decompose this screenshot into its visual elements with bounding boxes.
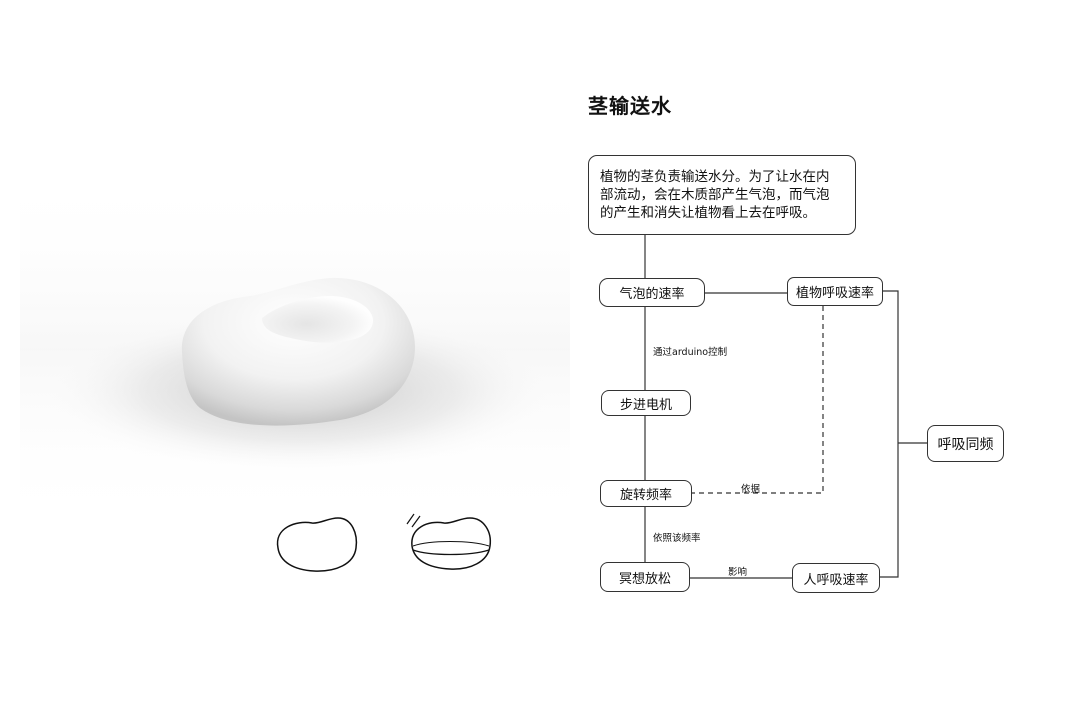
- edge-sync-bracket: [880, 290, 899, 578]
- sketch-breathing-band-top: [412, 541, 490, 547]
- sketch-breathing: [411, 517, 492, 570]
- description-line-1: 植物的茎负责输送水分。为了让水在内: [600, 169, 830, 185]
- node-human-breath-rate: 人呼吸速率: [792, 563, 880, 593]
- description-line-3: 的产生和消失让植物看上去在呼吸。: [600, 205, 816, 221]
- object-render: [20, 170, 570, 572]
- motion-mark-1: [406, 513, 415, 525]
- node-rotation-frequency: 旋转频率: [600, 480, 692, 507]
- motion-mark-2: [411, 515, 421, 528]
- node-plant-breath-rate: 植物呼吸速率: [787, 277, 883, 306]
- edge-label-by-frequency: 依照该频率: [653, 533, 701, 544]
- sketch-breathing-band: [412, 549, 490, 556]
- sketch-static: [276, 517, 358, 572]
- object-dent: [262, 296, 373, 343]
- edge-plant-to-rotation-dashed: [692, 306, 824, 494]
- description-line-2: 部流动，会在木质部产生气泡，而气泡: [600, 187, 830, 203]
- edge-label-influence: 影响: [728, 567, 748, 578]
- edge-label-basis: 依据: [741, 484, 761, 495]
- node-stepper-motor: 步进电机: [601, 390, 691, 416]
- page-title: 茎输送水: [588, 94, 672, 118]
- node-meditation: 冥想放松: [600, 562, 690, 592]
- node-breath-sync: 呼吸同频: [927, 425, 1004, 462]
- description-box: 植物的茎负责输送水分。为了让水在内 部流动，会在木质部产生气泡，而气泡 的产生和…: [588, 155, 856, 235]
- node-bubble-rate: 气泡的速率: [599, 278, 705, 307]
- edge-label-arduino: 通过arduino控制: [653, 347, 728, 358]
